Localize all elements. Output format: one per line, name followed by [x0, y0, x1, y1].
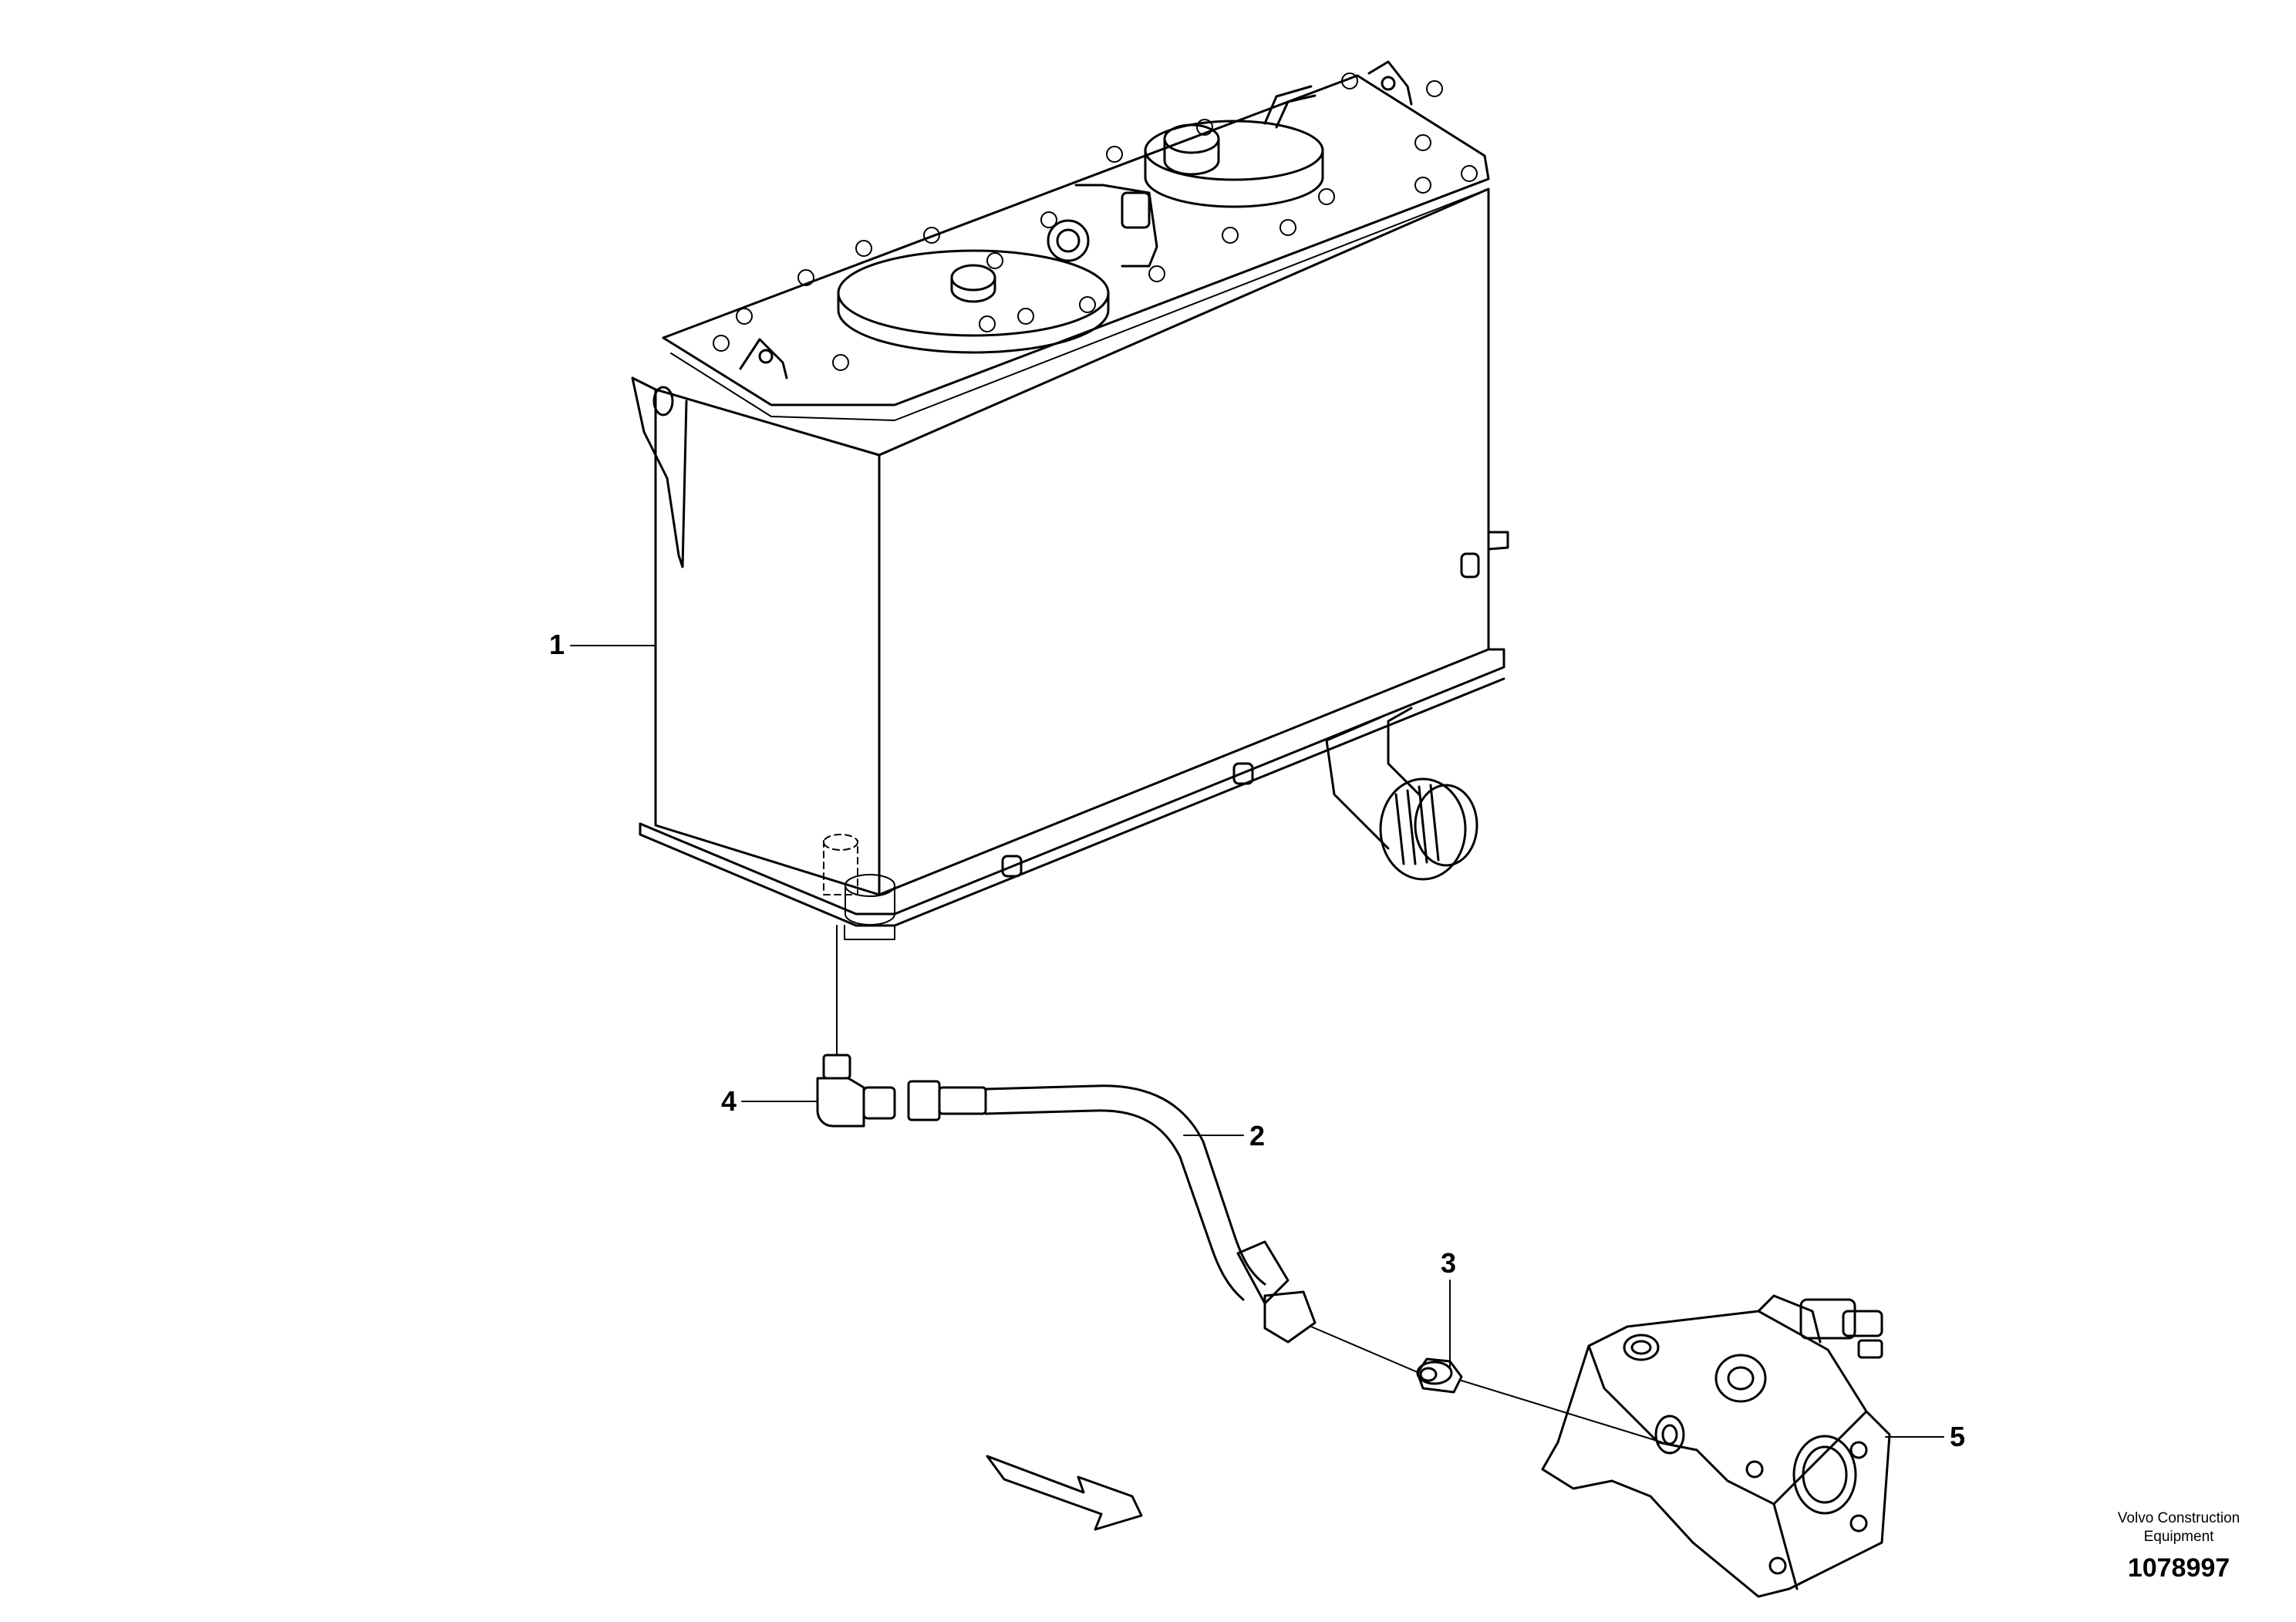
leader-adapter-to-pump: [1461, 1380, 1663, 1443]
tank-side-face: [654, 388, 881, 896]
direction-arrow-icon: [986, 1455, 1143, 1531]
adapter-fitting: [1416, 1357, 1463, 1394]
hydraulic-pump: [1541, 1294, 1891, 1598]
callout-4: 4: [721, 1085, 737, 1117]
elbow-fitting: [816, 1054, 896, 1128]
callout-3: 3: [1441, 1247, 1457, 1279]
drain-fitting: [844, 874, 895, 940]
tank-base-flange: [639, 648, 1505, 916]
top-plate-bolts: [713, 73, 1478, 371]
suction-port: [1325, 706, 1478, 881]
tank-top-plate: [662, 74, 1490, 406]
callout-1: 1: [549, 629, 565, 660]
drain-port: [823, 834, 858, 895]
brand-name-line-2: Equipment: [2143, 1529, 2214, 1545]
inspection-cover-left: [837, 249, 1110, 337]
leader-hose-to-adapter: [1310, 1326, 1420, 1374]
callout-5: 5: [1950, 1421, 1966, 1452]
hydraulic-tank: [631, 60, 1509, 940]
callout-2: 2: [1249, 1120, 1266, 1152]
hydraulic-hose: [907, 1080, 1317, 1344]
brand-name-line-1: Volvo Construction: [2117, 1510, 2240, 1526]
drawing-number: 1078997: [2127, 1553, 2230, 1583]
